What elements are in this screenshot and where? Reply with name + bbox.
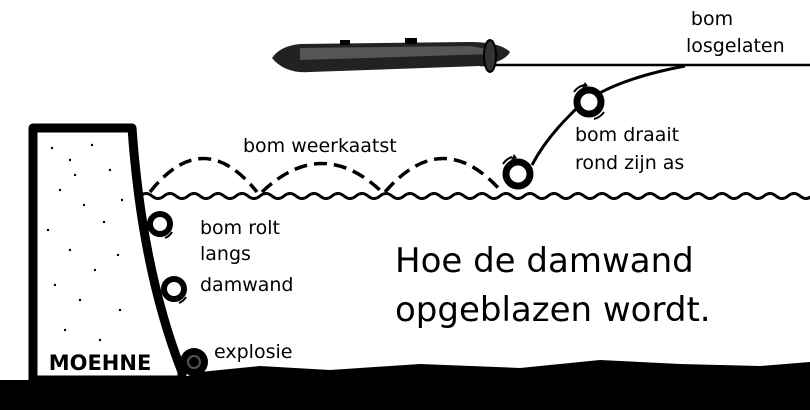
label-bomb-bounces: bom weerkaatst [243,135,397,157]
label-bomb-released-2: losgelaten [686,35,785,57]
rotation-arrow-icon [164,231,173,239]
bounce-arcs [148,156,504,194]
label-bomb-rolls-3: damwand [200,274,294,296]
dam-name-line2: DAM [73,377,128,401]
label-bomb-spins-1: bom draait [575,124,679,146]
title-line2: opgeblazen wordt. [395,290,711,330]
fall-trajectory [530,64,686,166]
dam-name-line1: MOEHNE [49,351,152,375]
bomb-icon [502,154,534,190]
bomb-icon [573,82,605,120]
dam-texture [46,143,124,342]
rotation-arrow-icon [178,296,187,304]
label-bomb-spins-2: rond zijn as [575,152,684,174]
explosion-bomb-icon [180,348,208,376]
bomb-icon [161,276,187,304]
dam-wall [28,123,187,385]
label-bomb-released-1: bom [691,8,733,30]
title-line1: Hoe de damwand [395,241,694,281]
label-explosion: explosie [214,341,292,363]
water-surface [139,192,810,200]
bomb-icon [147,211,173,239]
label-bomb-rolls-1: bom rolt [200,217,280,239]
label-bomb-rolls-2: langs [200,243,251,265]
aircraft-icon [272,38,510,73]
